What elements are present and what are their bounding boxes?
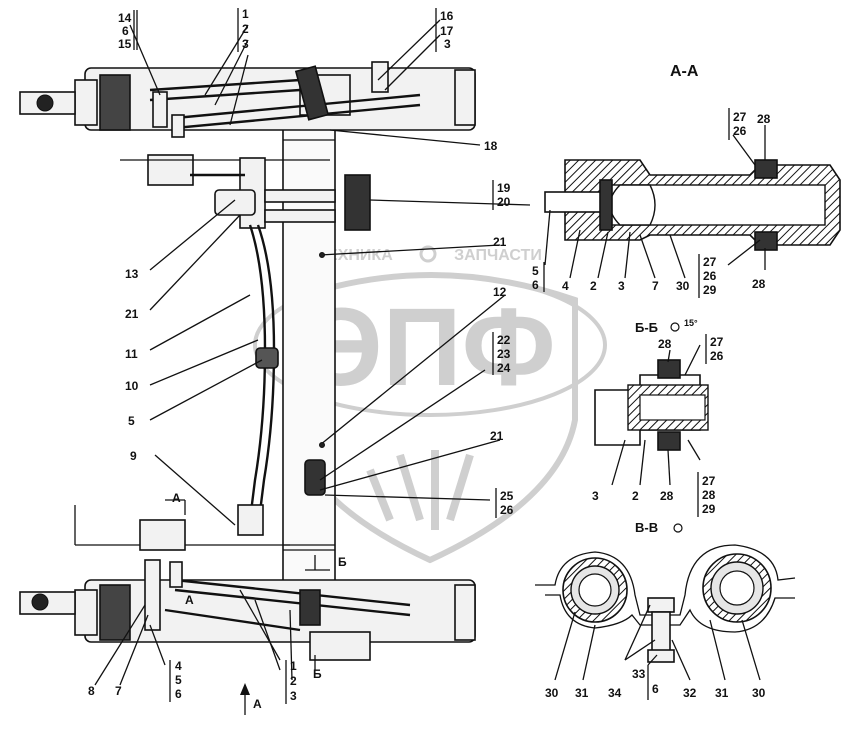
- watermark-logo: ЭПФ: [304, 286, 555, 409]
- callout-19: 19: [497, 181, 511, 195]
- callout-31-vv-right: 31: [715, 686, 729, 700]
- callout-6-vv: 6: [652, 682, 659, 696]
- callout-9: 9: [130, 449, 137, 463]
- callout-23: 23: [497, 347, 511, 361]
- callout-1-bottom: 1: [290, 659, 297, 673]
- callout-2-bb: 2: [632, 489, 639, 503]
- callout-27-bb-top: 27: [710, 335, 724, 349]
- top-cylinder: [19, 61, 476, 138]
- callout-17: 17: [440, 24, 454, 38]
- callout-4-aa: 4: [562, 279, 569, 293]
- callout-16: 16: [440, 9, 454, 23]
- callout-21-b: 12: [493, 285, 507, 299]
- vertical-hose: [237, 224, 279, 536]
- callout-7-aa: 7: [652, 279, 659, 293]
- callout-15: 15: [118, 37, 132, 51]
- view-titles: А-А Б-Б 15° В-В А А А Б Б: [172, 63, 699, 711]
- section-aa: [544, 125, 841, 279]
- watermark-text-right: ЗАПЧАСТИ: [454, 247, 542, 264]
- callout-34-vv: 34: [608, 686, 622, 700]
- watermark-gear-icon: [419, 245, 437, 263]
- callout-33-vv: 33: [632, 667, 646, 681]
- callout-12: 21: [125, 307, 139, 321]
- callout-28-aa-bottom: 28: [752, 277, 766, 291]
- callout-21-a: 21: [493, 235, 507, 249]
- callout-6: 6: [122, 24, 129, 38]
- callout-10: 10: [125, 379, 139, 393]
- callout-28-bb-bottom: 28: [660, 489, 674, 503]
- callout-21-c: 21: [490, 429, 504, 443]
- callout-30-vv-left: 30: [545, 686, 559, 700]
- callout-27-bb-bottom: 27: [702, 474, 716, 488]
- callout-7: 7: [115, 684, 122, 698]
- callout-26-aa-bottom: 26: [703, 269, 717, 283]
- callout-1-top: 1: [242, 7, 249, 21]
- callout-4-bottom: 4: [175, 659, 182, 673]
- bottom-cylinder: [19, 459, 476, 661]
- callout-29-bb-bottom: 29: [702, 502, 716, 516]
- vertical-beam: [282, 99, 336, 591]
- callout-5-bottom: 5: [175, 673, 182, 687]
- callout-6-aa: 6: [532, 278, 539, 292]
- view-vv-rotation-icon: [673, 523, 683, 533]
- callout-3-bottom: 3: [290, 689, 297, 703]
- callout-29-aa-bottom: 29: [703, 283, 717, 297]
- callout-26-mid: 26: [500, 503, 514, 517]
- callout-28-bb-side: 28: [702, 488, 716, 502]
- callout-3-top-right: 3: [444, 37, 451, 51]
- callout-18: 18: [484, 139, 498, 153]
- callout-13: 13: [125, 267, 139, 281]
- callout-20: 20: [497, 195, 511, 209]
- callout-26-bb-top: 26: [710, 349, 724, 363]
- section-mark-b-bottom: Б: [313, 667, 322, 681]
- callout-22: 22: [497, 333, 511, 347]
- view-arrow-a: А: [253, 697, 262, 711]
- callout-30-aa: 30: [676, 279, 690, 293]
- callout-30-vv-right: 30: [752, 686, 766, 700]
- part-callouts: 14 6 15 1 2 3 16 17 3 18 19 20 21 13 12 …: [88, 7, 771, 704]
- section-mark-b-top: Б: [338, 555, 347, 569]
- section-arrow-a-bottom: А: [185, 593, 194, 607]
- callout-3-aa: 3: [618, 279, 625, 293]
- callout-3-bb: 3: [592, 489, 599, 503]
- callout-14: 14: [118, 11, 132, 25]
- callout-5: 5: [128, 414, 135, 428]
- callout-24: 24: [497, 361, 511, 375]
- callout-32-vv: 32: [683, 686, 697, 700]
- callout-2-bottom: 2: [290, 674, 297, 688]
- callout-27-aa-top: 27: [733, 110, 747, 124]
- callout-11: 11: [125, 347, 138, 361]
- watermark-text-left: ТЕХНИКА: [317, 247, 393, 264]
- callout-27-aa-bottom: 27: [703, 255, 717, 269]
- view-title-bb: Б-Б: [635, 320, 658, 335]
- callout-8: 8: [88, 684, 95, 698]
- view-bb-rotation-icon: [670, 322, 680, 332]
- section-arrow-a-top: А: [172, 491, 181, 505]
- view-title-aa: А-А: [670, 63, 699, 80]
- callout-28-aa-top: 28: [757, 112, 771, 126]
- section-vv: [535, 544, 796, 681]
- view-bb-angle: 15°: [684, 318, 698, 328]
- callout-25: 25: [500, 489, 514, 503]
- callout-5-aa: 5: [532, 264, 539, 278]
- view-title-vv: В-В: [635, 520, 658, 535]
- callout-26-aa-top: 26: [733, 124, 747, 138]
- callout-2-aa: 2: [590, 279, 597, 293]
- leader-lines: [94, 19, 506, 715]
- callout-2-top: 2: [242, 22, 249, 36]
- callout-6-bottom: 6: [175, 687, 182, 701]
- watermark-shield: ЭПФ ТЕХНИКА ЗАПЧАСТИ: [253, 245, 607, 564]
- section-bb: [594, 344, 709, 486]
- callout-3-top: 3: [242, 37, 249, 51]
- callout-28-bb-top: 28: [658, 337, 672, 351]
- callout-31-vv-left: 31: [575, 686, 589, 700]
